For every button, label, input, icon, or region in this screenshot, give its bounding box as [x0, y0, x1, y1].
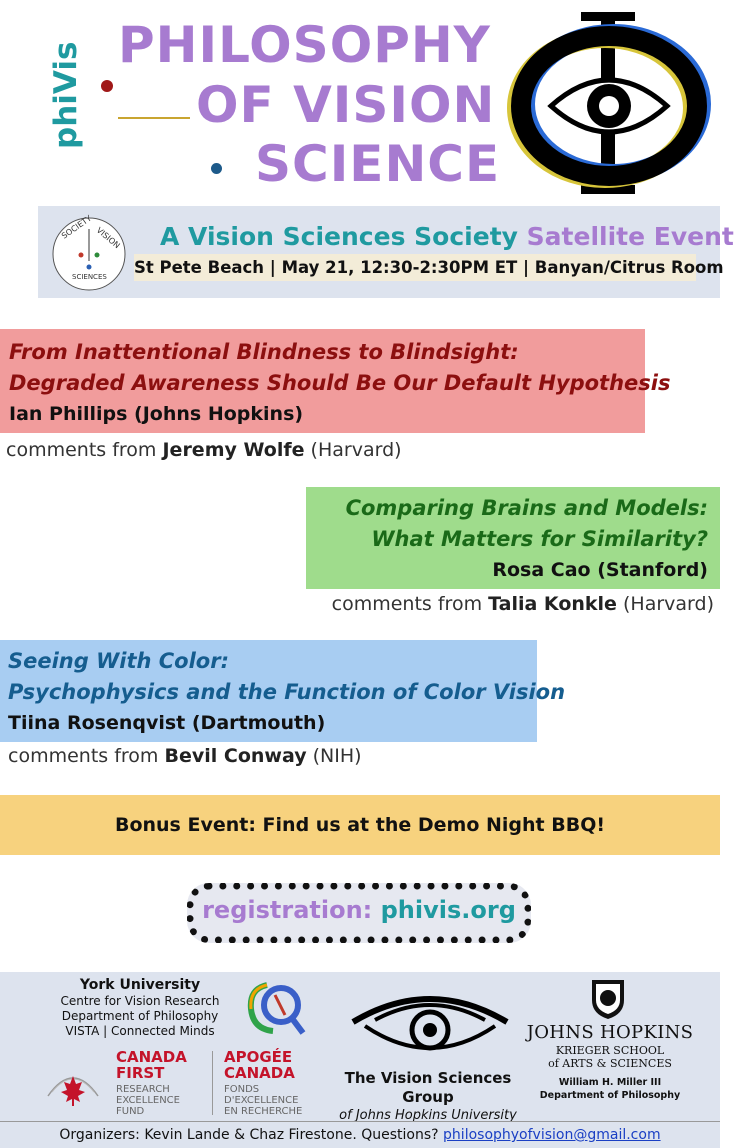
- commenter-name: Talia Konkle: [488, 593, 617, 615]
- jhu-dept-2: Department of Philosophy: [539, 1090, 681, 1101]
- registration-link[interactable]: phivis.org: [380, 896, 516, 924]
- vss-heading-part2: Satellite Event: [526, 222, 734, 251]
- jhu-name: JOHNS HOPKINS: [526, 1022, 694, 1043]
- york-line-3: VISTA | Connected Minds: [65, 1024, 215, 1038]
- registration-text: registration: phivis.org: [187, 896, 531, 924]
- canada-first-block: CANADA FIRST RESEARCH EXCELLENCE FUND: [116, 1049, 216, 1117]
- york-line-1: Centre for Vision Research: [60, 994, 220, 1008]
- vss-seal-icon: SOCIETY VISION SCIENCES: [52, 214, 126, 291]
- talk-3-speaker: Tiina Rosenqvist (Dartmouth): [8, 712, 326, 734]
- apogee-sub-3: EN RECHERCHE: [224, 1106, 303, 1117]
- canada-first-head-1: CANADA: [116, 1048, 187, 1066]
- talk-3-comments: comments from Bevil Conway (NIH): [8, 745, 362, 767]
- talk-2-comments: comments from Talia Konkle (Harvard): [332, 593, 714, 615]
- apogee-sub-1: FONDS: [224, 1084, 260, 1095]
- apogee-sub-2: D'EXCELLENCE: [224, 1095, 299, 1106]
- cfref-divider: [212, 1051, 213, 1115]
- jhu-school-1: KRIEGER SCHOOL: [555, 1044, 665, 1057]
- talk-1-title-line2: Degraded Awareness Should Be Our Default…: [9, 371, 671, 395]
- york-line-2: Department of Philosophy: [61, 1009, 219, 1023]
- talk-1-title-line1: From Inattentional Blindness to Blindsig…: [9, 340, 519, 364]
- contact-email-link[interactable]: philosophyofvision@gmail.com: [443, 1127, 661, 1143]
- vss-heading-part1: A Vision Sciences Society: [160, 222, 518, 251]
- red-dot-decoration: [101, 80, 113, 92]
- canada-first-sub-2: EXCELLENCE: [116, 1095, 180, 1106]
- talk-2-title-line1: Comparing Brains and Models:: [345, 496, 708, 520]
- bonus-event-banner: Bonus Event: Find us at the Demo Night B…: [0, 795, 720, 855]
- commenter-name: Bevil Conway: [164, 745, 307, 767]
- york-university-block: York University Centre for Vision Resear…: [40, 977, 240, 1039]
- talk-2-title-line2: What Matters for Similarity?: [371, 527, 708, 551]
- registration-label: registration:: [202, 896, 373, 924]
- talk-3-title-line1: Seeing With Color:: [8, 649, 229, 673]
- canada-first-sub-1: RESEARCH: [116, 1084, 170, 1095]
- canada-first-sub-3: FUND: [116, 1106, 145, 1117]
- vsg-eye-icon: [351, 996, 509, 1051]
- event-details: St Pete Beach | May 21, 12:30-2:30PM ET …: [134, 254, 724, 281]
- cvr-logo-icon: [247, 982, 306, 1035]
- talk-card-2: Comparing Brains and Models: What Matter…: [306, 487, 720, 589]
- title-line-2: OF VISION: [196, 76, 496, 134]
- registration-box: [187, 883, 531, 943]
- commenter-name: Jeremy Wolfe: [162, 439, 305, 461]
- organizers-text: Organizers: Kevin Lande & Chaz Firestone…: [59, 1127, 439, 1143]
- talk-card-1: From Inattentional Blindness to Blindsig…: [0, 329, 671, 433]
- jhu-dept-1: William H. Miller III: [558, 1077, 662, 1088]
- title-line-1: PHILOSOPHY: [118, 16, 491, 74]
- vss-banner: [38, 206, 720, 298]
- canada-first-head-2: FIRST: [116, 1064, 165, 1082]
- title-line-3: SCIENCE: [255, 135, 501, 193]
- comments-prefix: comments from: [6, 439, 157, 461]
- organizers-footer: Organizers: Kevin Lande & Chaz Firestone…: [0, 1121, 720, 1148]
- york-name: York University: [79, 977, 201, 993]
- phivis-side-logo: phiVis: [48, 41, 84, 149]
- svg-text:SCIENCES: SCIENCES: [72, 273, 107, 281]
- talk-1-speaker: Ian Phillips (Johns Hopkins): [9, 403, 304, 425]
- maple-leaf-icon: [47, 1076, 99, 1106]
- jhu-shield-icon: [592, 980, 624, 1019]
- talk-card-3: Seeing With Color: Psychophysics and the…: [0, 640, 565, 742]
- blue-dot-decoration: [211, 163, 222, 174]
- gold-dash-decoration: [118, 117, 190, 119]
- comments-prefix: comments from: [331, 593, 483, 615]
- jhu-school-2: of ARTS & SCIENCES: [548, 1057, 672, 1070]
- vsg-line-1: The Vision Sciences Group: [344, 1069, 512, 1106]
- phi-eye-icon: [507, 12, 711, 194]
- commenter-affiliation: (Harvard): [623, 593, 714, 615]
- vsg-line-2: of Johns Hopkins University: [339, 1108, 517, 1123]
- apogee-canada-block: APOGÉE CANADA FONDS D'EXCELLENCE EN RECH…: [224, 1049, 324, 1117]
- talk-2-speaker: Rosa Cao (Stanford): [492, 559, 708, 581]
- talk-1-comments: comments from Jeremy Wolfe (Harvard): [6, 439, 402, 461]
- vsg-block: The Vision Sciences Group of Johns Hopki…: [318, 1069, 538, 1125]
- commenter-affiliation: (NIH): [312, 745, 362, 767]
- talk-3-title-line2: Psychophysics and the Function of Color …: [8, 680, 566, 704]
- apogee-head-2: CANADA: [224, 1064, 295, 1082]
- commenter-affiliation: (Harvard): [310, 439, 402, 461]
- comments-prefix: comments from: [8, 745, 159, 767]
- vss-event-heading: A Vision Sciences Society Satellite Even…: [160, 222, 734, 251]
- apogee-head-1: APOGÉE: [224, 1048, 293, 1066]
- jhu-block: JOHNS HOPKINS KRIEGER SCHOOL of ARTS & S…: [520, 1022, 700, 1102]
